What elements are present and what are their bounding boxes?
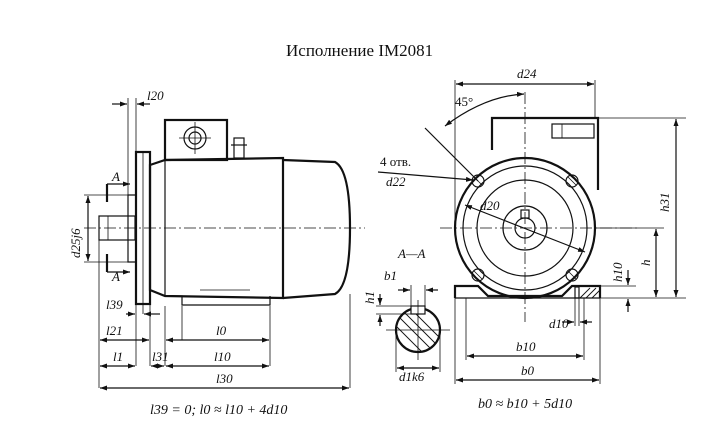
section-aa-view: A—A b1 h1 d1k6 bbox=[362, 246, 450, 384]
dim-b1: b1 bbox=[384, 268, 397, 283]
side-view: A A d25j6 l20 l39 l21 l0 bbox=[68, 88, 365, 418]
terminal-box bbox=[163, 118, 229, 162]
terminal-box-front bbox=[490, 116, 600, 190]
section-mark-top: A bbox=[111, 169, 120, 184]
dim-l20: l20 bbox=[147, 88, 164, 103]
fan-cover bbox=[282, 158, 352, 300]
dim-b0: b0 bbox=[521, 363, 535, 378]
section-mark-bottom: A bbox=[111, 269, 120, 284]
dim-h31: h31 bbox=[657, 193, 672, 213]
gland-front bbox=[551, 123, 595, 139]
angle-45: 45° bbox=[455, 94, 473, 109]
dim-l0: l0 bbox=[216, 323, 227, 338]
dim-l39: l39 bbox=[106, 297, 123, 312]
dim-d1k6: d1k6 bbox=[399, 369, 425, 384]
dim-l21: l21 bbox=[106, 323, 123, 338]
pitch-circle bbox=[462, 165, 588, 291]
lifting-eye bbox=[233, 137, 245, 159]
dim-h: h bbox=[638, 260, 653, 267]
drawing-title: Исполнение IM2081 bbox=[286, 41, 433, 60]
holes-note: 4 отв. bbox=[380, 154, 411, 169]
dim-b10: b10 bbox=[516, 339, 536, 354]
bolt-hole-3 bbox=[471, 268, 485, 282]
dim-l1: l1 bbox=[113, 349, 123, 364]
feet-front bbox=[453, 284, 602, 298]
dim-l10: l10 bbox=[214, 349, 231, 364]
bolt-hole-4 bbox=[565, 268, 579, 282]
front-view: 45° 4 отв. d22 d20 d24 h31 h h10 d10 bbox=[377, 66, 686, 412]
side-formula: l39 = 0; l0 ≈ l10 + 4d10 bbox=[150, 403, 287, 418]
dim-d20: d20 bbox=[480, 198, 500, 213]
dim-d25j6: d25j6 bbox=[68, 228, 83, 258]
bolt-hole-2 bbox=[565, 174, 579, 188]
dim-d22: d22 bbox=[386, 174, 406, 189]
front-formula: b0 ≈ b10 + 5d10 bbox=[478, 397, 572, 412]
dim-d10: d10 bbox=[549, 316, 569, 331]
section-title: A—A bbox=[397, 246, 426, 261]
dim-l30: l30 bbox=[216, 371, 233, 386]
dim-l31: l31 bbox=[152, 349, 169, 364]
dim-d24: d24 bbox=[517, 66, 537, 81]
dim-h10: h10 bbox=[610, 262, 625, 282]
flange-spigot bbox=[127, 194, 136, 263]
motor-feet bbox=[165, 295, 271, 306]
dim-h1: h1 bbox=[362, 291, 377, 304]
